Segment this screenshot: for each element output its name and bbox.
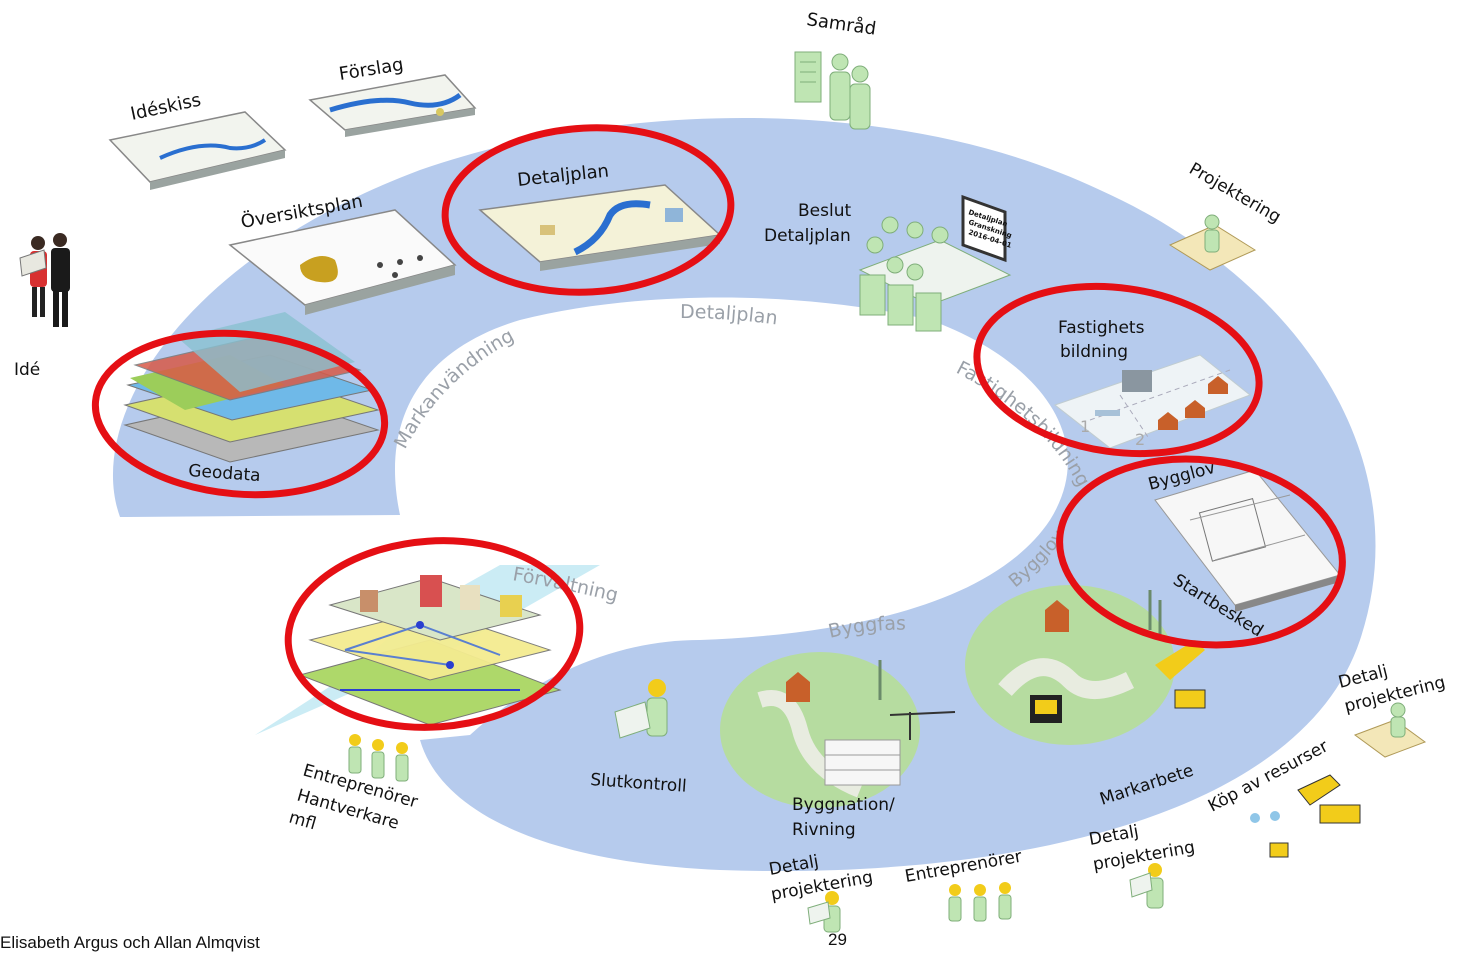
forvaltning-layers-icon (298, 575, 562, 726)
meeting-figures-icon (858, 194, 1012, 332)
highlight-geodata (91, 329, 389, 499)
svg-text:1: 1 (1080, 417, 1090, 436)
slutkontroll-figure-icon (614, 679, 668, 739)
detalj-projektering-left-icon (807, 891, 841, 933)
byggnation-area (720, 652, 956, 808)
beslut-label-1: Beslut (798, 201, 851, 221)
detalj-projektering-right-icon (1353, 702, 1427, 758)
highlight-detaljplan (441, 124, 735, 296)
samrad-label: Samråd (805, 9, 877, 40)
entreprenorer-hantverkare-icon (348, 734, 409, 782)
highlight-bygglov (1056, 455, 1346, 649)
ideskiss-label: Idéskiss (129, 90, 203, 125)
ideskiss-card (108, 111, 287, 190)
highlight-fastighetsbildning (973, 282, 1263, 458)
forslag-label: Förslag (337, 54, 404, 85)
svg-text:Detaljplan: Detaljplan (680, 301, 779, 329)
footer-author: Elisabeth Argus och Allan Almqvist (0, 933, 260, 952)
oversiktsplan-card (228, 209, 457, 315)
resurser-icon (1250, 774, 1361, 858)
entreprenorer-figures-icon (948, 882, 1012, 922)
svg-text:2: 2 (1135, 430, 1145, 449)
fastighetsbildning-card: 1 2 (1053, 354, 1251, 449)
highlight-forvaltning (284, 537, 584, 731)
projektering-figure-icon (1168, 214, 1257, 271)
beslut-label-2: Detaljplan (764, 226, 851, 246)
bygglov-document-icon (1154, 469, 1341, 612)
samrad-figures-icon (794, 51, 871, 130)
fastighets-label-1: Fastighets (1058, 318, 1145, 338)
projektering-label: Projektering (1186, 159, 1285, 228)
byggnation-label-1: Byggnation/ (792, 795, 895, 815)
forslag-card (308, 74, 477, 137)
markarbete-area (965, 585, 1206, 745)
detaljplan-card (478, 184, 722, 271)
ide-people-icon (19, 233, 70, 327)
fastighets-label-2: bildning (1060, 342, 1128, 362)
entreprenorer-hant-label-3: mfl (287, 808, 319, 835)
ring-label-detaljplan: Detaljplan (680, 301, 779, 329)
detalj-projektering-mid-icon (1129, 863, 1164, 909)
ide-label: Idé (14, 360, 40, 380)
byggnation-label-2: Rivning (792, 820, 856, 840)
footer-page-number: 29 (828, 930, 847, 949)
